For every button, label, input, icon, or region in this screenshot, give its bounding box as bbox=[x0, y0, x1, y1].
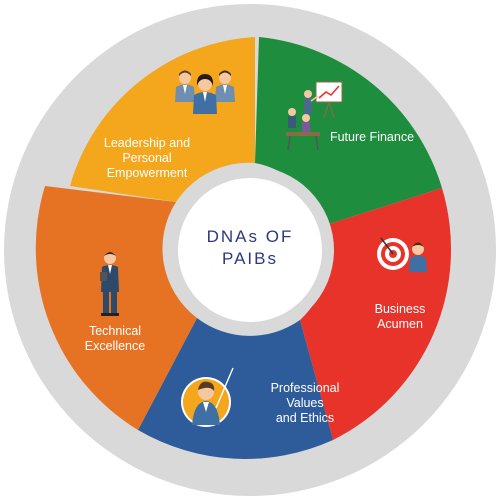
label-professional-values-line-3: and Ethics bbox=[275, 411, 335, 425]
label-business-acumen-line-1: Business bbox=[374, 302, 426, 316]
center-title-line-2: PAIBs bbox=[222, 249, 278, 268]
label-leadership-line-1: Leadership and bbox=[103, 136, 191, 150]
label-business-acumen: Business Acumen bbox=[360, 302, 440, 332]
segment-professional-values bbox=[138, 318, 333, 459]
businessman-tablet-icon bbox=[100, 252, 119, 316]
presentation-meeting-icon bbox=[286, 81, 343, 151]
label-future-finance-line-1: Future Finance bbox=[329, 130, 415, 144]
label-professional-values-line-2: Values bbox=[286, 396, 324, 410]
center-circle bbox=[178, 178, 322, 322]
label-professional-values-line-1: Professional bbox=[270, 381, 340, 395]
label-leadership-line-3: Empowerment bbox=[106, 166, 188, 180]
center-title: DNAs OF PAIBs bbox=[180, 226, 320, 270]
label-future-finance: Future Finance bbox=[322, 130, 422, 145]
label-technical-excellence-line-2: Excellence bbox=[84, 339, 146, 353]
label-professional-values: Professional Values and Ethics bbox=[260, 381, 350, 426]
label-leadership: Leadership and Personal Empowerment bbox=[92, 136, 202, 181]
label-leadership-line-2: Personal bbox=[122, 151, 172, 165]
label-technical-excellence-line-1: Technical bbox=[88, 324, 142, 338]
segment-future-finance bbox=[255, 37, 442, 226]
team-leader-icon bbox=[175, 70, 235, 114]
center-title-line-1: DNAs OF bbox=[206, 227, 294, 246]
label-technical-excellence: Technical Excellence bbox=[70, 324, 160, 354]
target-icon bbox=[377, 237, 427, 272]
professional-person-icon bbox=[181, 367, 234, 427]
label-business-acumen-line-2: Acumen bbox=[377, 317, 423, 331]
